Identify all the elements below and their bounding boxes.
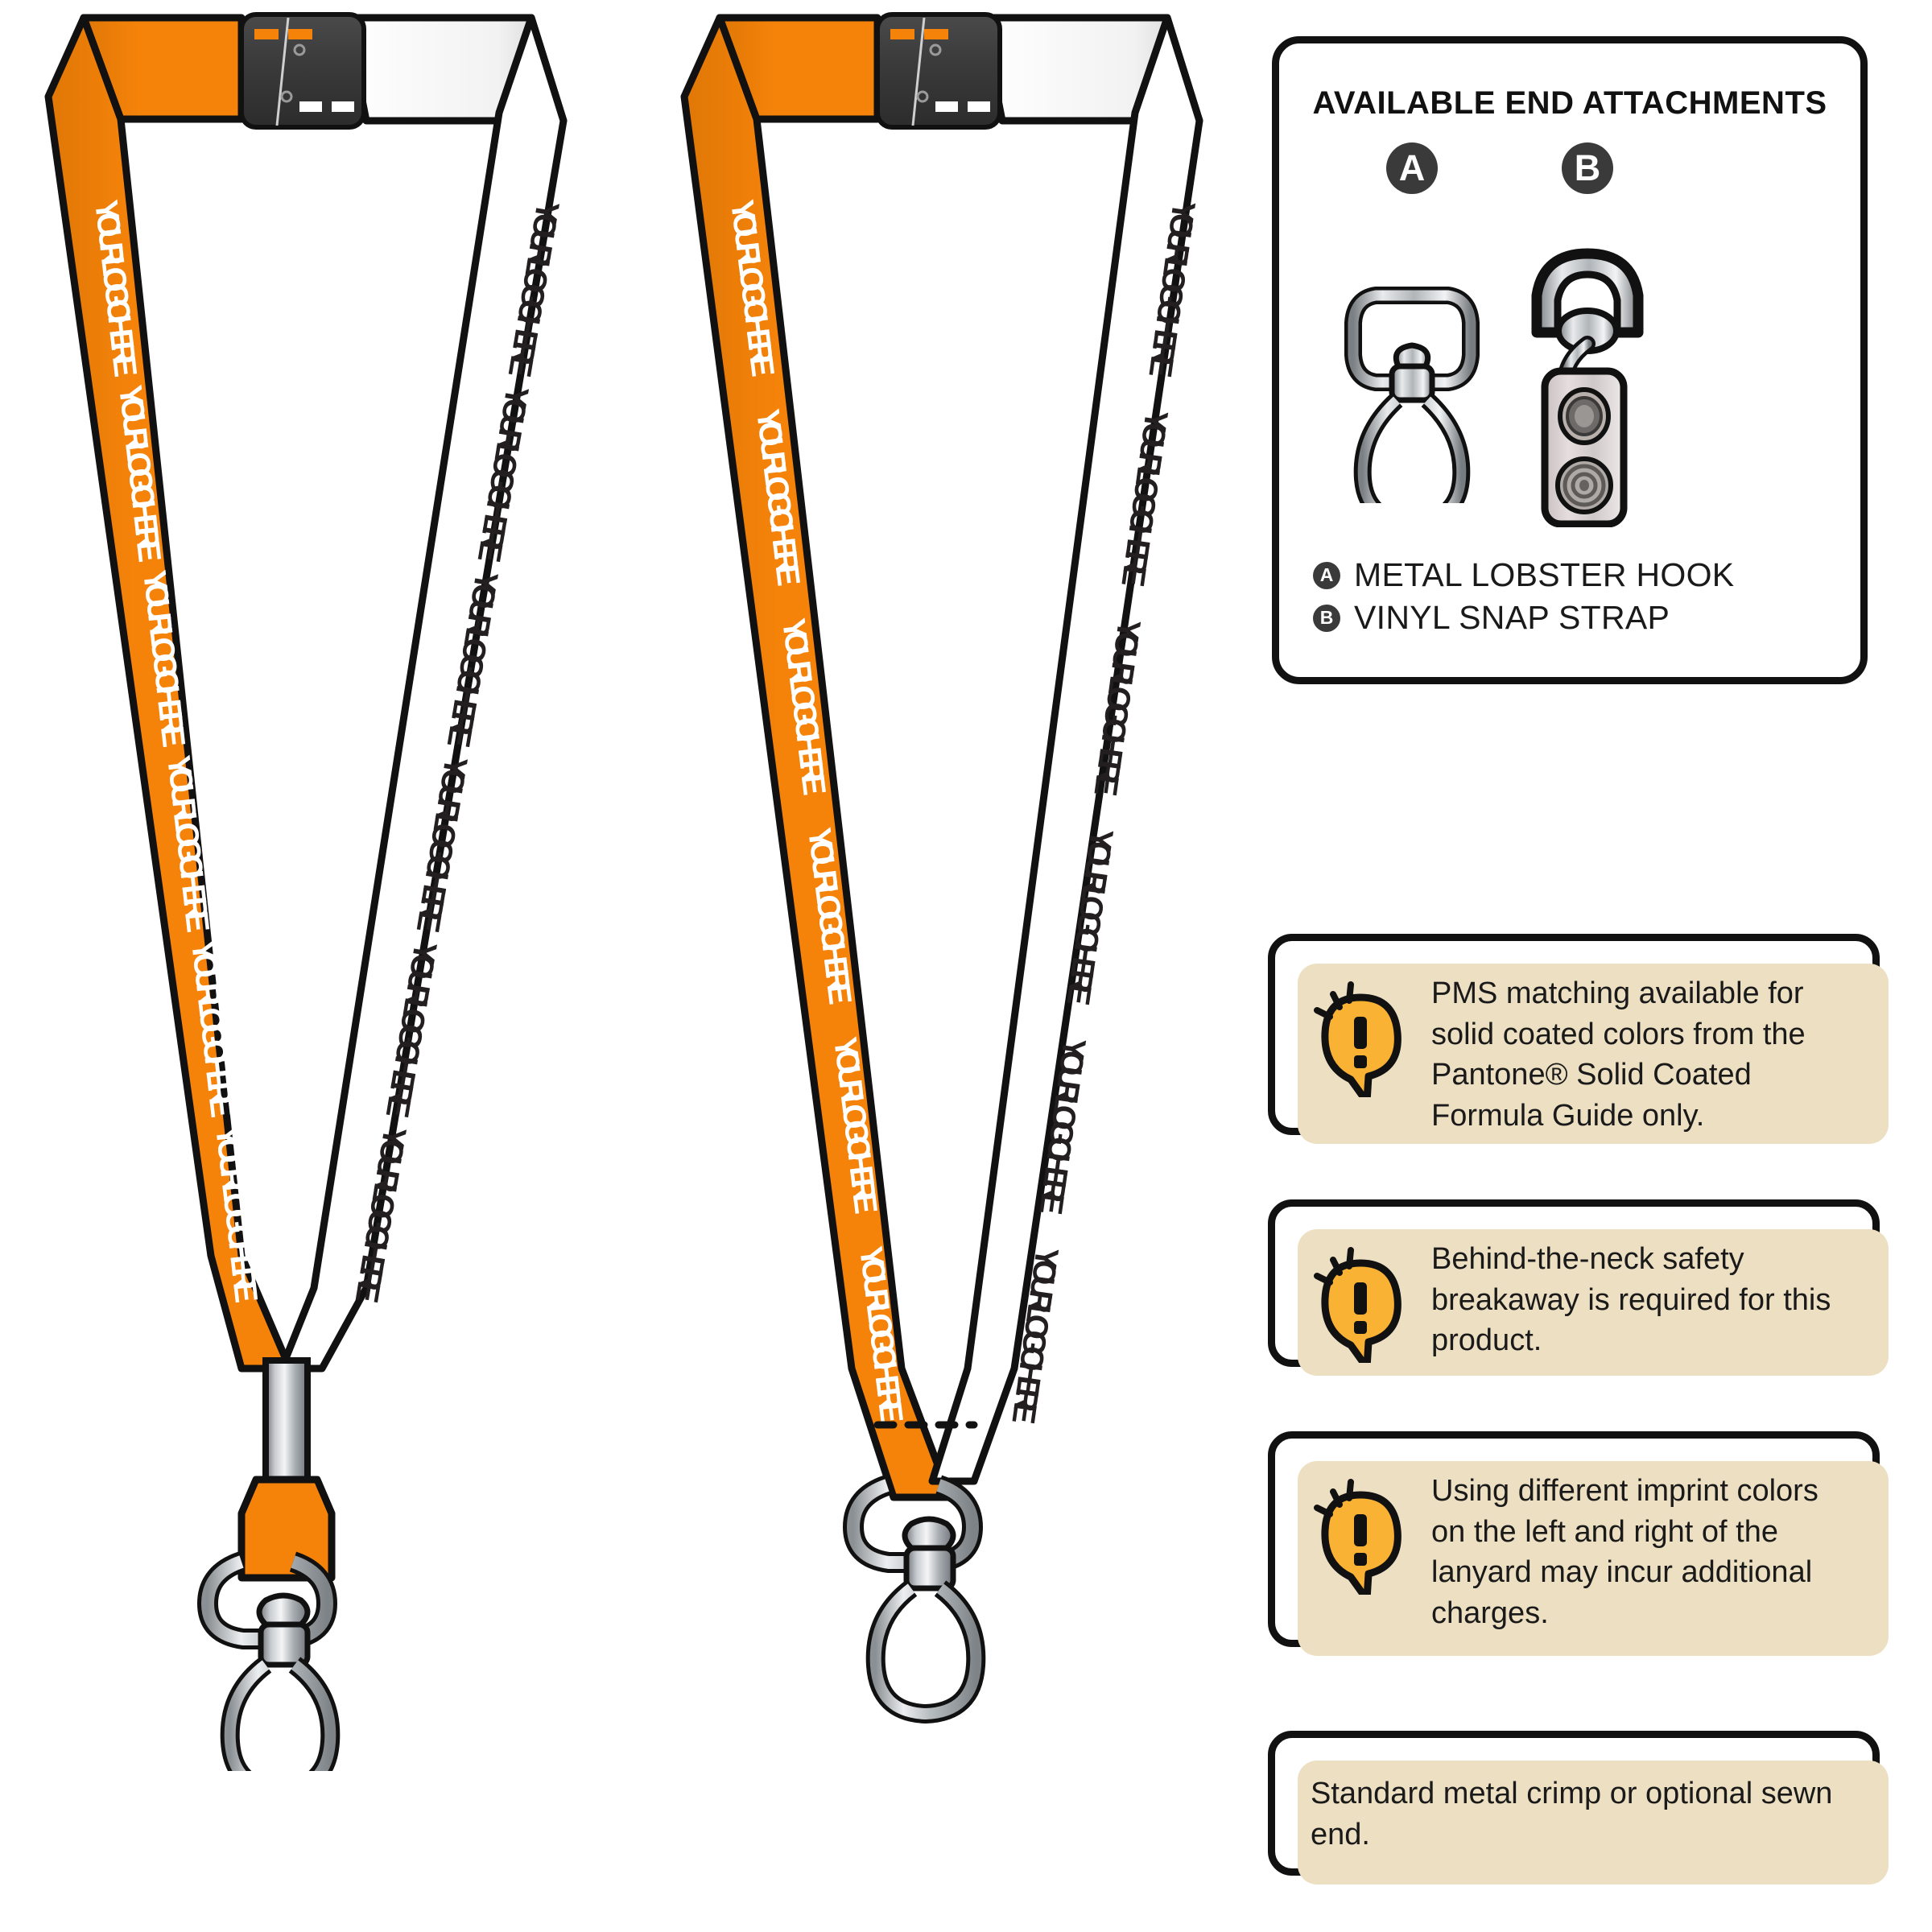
note-fill — [1298, 1761, 1889, 1885]
note-safety-breakaway: Behind-the-neck safety breakaway is requ… — [1268, 1199, 1889, 1376]
legend-badge-a: A — [1313, 561, 1340, 589]
warning-exclamation-icon — [1314, 1247, 1402, 1363]
legend-row-a: A METAL LOBSTER HOOK — [1313, 556, 1734, 594]
attachments-panel-title: AVAILABLE END ATTACHMENTS — [1312, 85, 1827, 121]
note-text: Behind-the-neck safety breakaway is requ… — [1431, 1242, 1831, 1358]
left-strap-orange — [680, 14, 954, 1501]
note-pms-matching: PMS matching available for solid coated … — [1268, 934, 1889, 1144]
legend-badge-b: B — [1313, 604, 1340, 632]
lobster-hook-assembly — [197, 1551, 341, 1771]
note-text: PMS matching available for solid coated … — [1431, 976, 1806, 1133]
breakaway-buckle — [239, 12, 366, 130]
lobster-hook-assembly — [843, 1475, 986, 1724]
lanyard-illustration-sewn-end: YOUR LOGO HERE YOUR LOGO HERE YOUR LOGO … — [680, 12, 1203, 1724]
slot-a-badge: A — [1386, 142, 1438, 194]
note-crimp-or-sewn: Standard metal crimp or optional sewn en… — [1268, 1731, 1889, 1885]
legend-label-a: METAL LOBSTER HOOK — [1354, 556, 1735, 593]
note-imprint-colors: Using different imprint colors on the le… — [1268, 1431, 1889, 1656]
note-text: Using different imprint colors on the le… — [1431, 1474, 1818, 1630]
attachments-legend: A METAL LOBSTER HOOK B VINYL SNAP STRAP — [1313, 556, 1734, 642]
warning-exclamation-icon — [1314, 981, 1402, 1097]
warning-exclamation-icon — [1314, 1479, 1402, 1595]
available-end-attachments-panel: AVAILABLE END ATTACHMENTS A — [1272, 36, 1868, 684]
metal-lobster-hook-icon — [1344, 287, 1480, 531]
legend-row-b: B VINYL SNAP STRAP — [1313, 599, 1734, 637]
lanyard-illustration-metal-crimp: YOUR LOGO HERE YOUR LOGO HERE YOUR LOGO … — [44, 12, 568, 1771]
breakaway-buckle — [875, 12, 1002, 130]
attachment-slot-a[interactable]: A — [1327, 142, 1496, 531]
metal-crimp — [262, 1357, 311, 1484]
slot-b-badge: B — [1562, 142, 1613, 194]
attachment-slots: A — [1279, 142, 1860, 531]
vinyl-snap-strap-icon — [1531, 248, 1644, 528]
note-text: Standard metal crimp or optional sewn en… — [1311, 1777, 1833, 1852]
attachment-slot-b[interactable]: B — [1495, 142, 1680, 531]
right-strap-white — [278, 14, 568, 1373]
legend-label-b: VINYL SNAP STRAP — [1354, 599, 1670, 636]
orange-end-sleeve — [237, 1476, 336, 1582]
right-strap-white — [928, 14, 1203, 1485]
